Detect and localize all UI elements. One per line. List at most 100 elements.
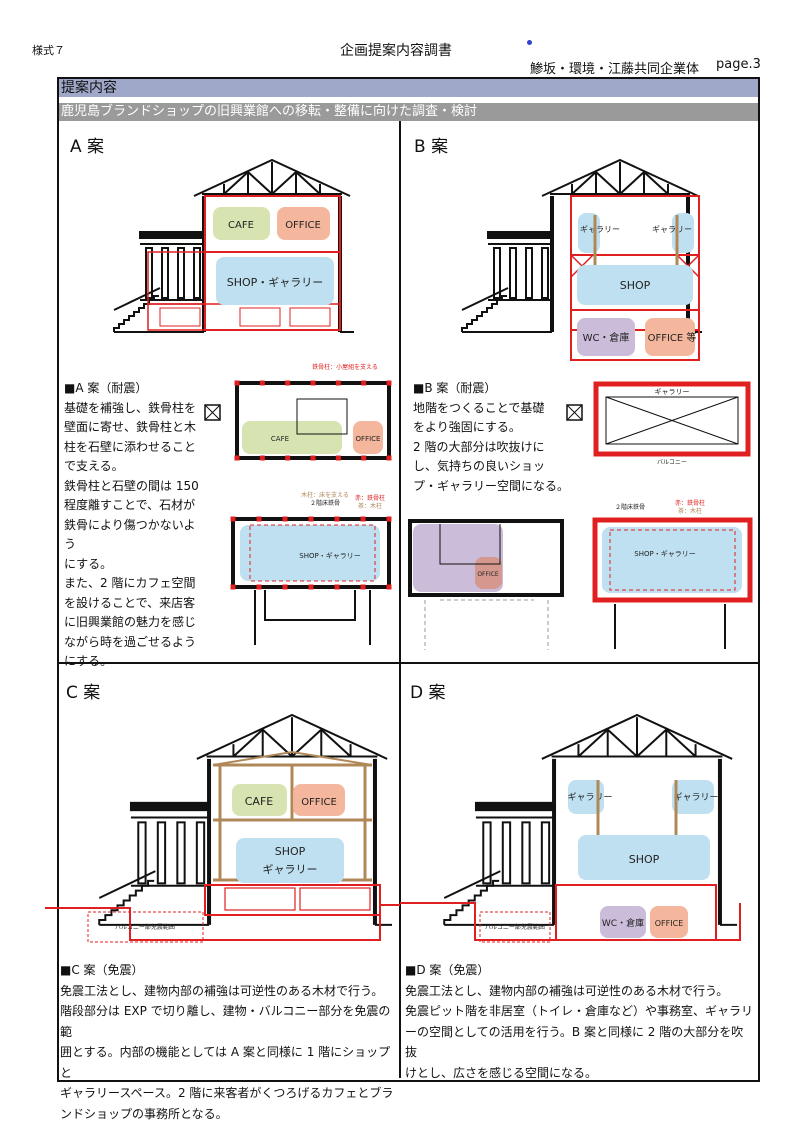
- room-label: WC・倉庫: [602, 917, 644, 929]
- annotation: バルコニー部免震範囲: [115, 923, 175, 931]
- annotation: バルコニー部免震範囲: [485, 923, 545, 931]
- stairs: [114, 296, 159, 332]
- room-label: SHOP: [275, 845, 306, 858]
- annotation: 赤：鉄骨柱: [675, 499, 705, 507]
- steel-column-mark: [361, 585, 366, 590]
- void-cross: [606, 397, 738, 444]
- room-label: SHOP: [620, 279, 651, 292]
- room-label: OFFICE: [477, 571, 499, 578]
- description-line: 免震工法とし、建物内部の補強は可逆性のある木材で行う。: [405, 981, 755, 1002]
- description-line: 階段部分は EXP で切り離し、建物・バルコニー部分を免震の範: [60, 1001, 400, 1042]
- room-label: OFFICE: [285, 220, 321, 231]
- room-label: ギャラリー: [263, 863, 318, 876]
- steel-column-mark: [309, 585, 314, 590]
- room-label: SHOP・ギャラリー: [227, 276, 324, 289]
- description-line: 2 階の大部分は吹抜けに: [413, 438, 593, 458]
- steel-column-mark: [235, 456, 240, 461]
- description-line: で支える。: [64, 457, 204, 477]
- steel-frame: [240, 308, 280, 326]
- column: [526, 248, 532, 298]
- description-line: プ・ギャラリー空間になる。: [413, 477, 593, 497]
- balustrade: [476, 803, 554, 810]
- column: [542, 248, 548, 298]
- column: [146, 248, 152, 298]
- description-line: ながら時を過ごせるよう: [64, 633, 204, 653]
- steel-column-mark: [260, 456, 265, 461]
- description-line: 免震工法とし、建物内部の補強は可逆性のある木材で行う。: [60, 981, 400, 1002]
- plan-c-title: C 案: [66, 678, 100, 703]
- plan-d-description: ■D 案（免震）免震工法とし、建物内部の補強は可逆性のある木材で行う。免震ピット…: [405, 960, 755, 1083]
- steel-column-mark: [361, 517, 366, 522]
- room-label: ギャラリー: [673, 792, 718, 803]
- column: [194, 248, 200, 298]
- description-line: し、気持ちの良いショッ: [413, 457, 593, 477]
- plan-heading: ■D 案（免震）: [405, 960, 755, 981]
- column: [510, 248, 516, 298]
- column: [197, 822, 204, 883]
- steel-column-mark: [260, 381, 265, 386]
- steel-frame: [225, 888, 295, 910]
- steel-column-mark: [231, 517, 236, 522]
- steel-column-mark: [387, 517, 392, 522]
- annotation: 木柱：床を支える: [301, 491, 349, 499]
- room-label: SHOP: [629, 853, 660, 866]
- description-line: 鉄骨柱と石壁の間は 150: [64, 477, 204, 497]
- stairs: [462, 296, 507, 332]
- steel-column-mark: [285, 381, 290, 386]
- column: [177, 822, 184, 883]
- steel-column-mark: [283, 517, 288, 522]
- plan-a-description: ■A 案（耐震）基礎を補強し、鉄骨柱を壁面に寄せ、鉄骨柱と木柱を石壁に添わせるこ…: [64, 379, 204, 672]
- steel-column-mark: [283, 585, 288, 590]
- room-label: CAFE: [228, 220, 254, 231]
- room-label: OFFICE: [301, 797, 337, 808]
- steel-column-mark: [387, 456, 392, 461]
- foundation-outline: [425, 600, 548, 650]
- room-label: ギャラリー: [580, 225, 620, 234]
- column: [542, 822, 549, 883]
- description-line: また、2 階にカフェ空間: [64, 574, 204, 594]
- room-label: ギャラリー: [652, 225, 692, 234]
- room-label: WC・倉庫: [583, 331, 630, 344]
- steel-column-mark: [231, 585, 236, 590]
- stair-plan: [615, 604, 725, 649]
- steel-column-mark: [311, 456, 316, 461]
- steel-column-mark: [335, 585, 340, 590]
- column: [494, 248, 500, 298]
- steel-frame: [300, 888, 370, 910]
- stair-plan: [255, 590, 370, 645]
- description-line: 免震ピット階を非居室（トイレ・倉庫など）や事務室、ギャラリ: [405, 1001, 755, 1022]
- plan-b-title: B 案: [414, 132, 448, 157]
- steel-column-mark: [311, 381, 316, 386]
- plan-d-title: D 案: [410, 678, 446, 703]
- description-line: ンドショップの事務所となる。: [60, 1104, 400, 1124]
- column: [162, 248, 168, 298]
- plan-heading: ■A 案（耐震）: [64, 379, 204, 399]
- shop-area: [602, 527, 742, 593]
- description-line: 基礎を補強し、鉄骨柱を: [64, 399, 204, 419]
- steel-column-mark: [336, 381, 341, 386]
- room-label: ギャラリー: [655, 388, 690, 396]
- column: [138, 822, 145, 883]
- plan-c-description: ■C 案（免震）免震工法とし、建物内部の補強は可逆性のある木材で行う。階段部分は…: [60, 960, 400, 1124]
- steel-column-mark: [335, 517, 340, 522]
- annotation: 茶：木柱: [358, 502, 382, 510]
- steel-frame: [290, 308, 330, 326]
- description-line: をより強固にする。: [413, 418, 593, 438]
- column: [503, 822, 510, 883]
- annotation: 茶：木柱: [678, 507, 702, 515]
- room-label: CAFE: [245, 795, 274, 808]
- steel-column-mark: [387, 381, 392, 386]
- steel-column-mark: [257, 517, 262, 522]
- room-label: SHOP・ギャラリー: [299, 552, 360, 560]
- steel-column-mark: [235, 381, 240, 386]
- room-label: OFFICE 等: [648, 331, 697, 344]
- stairs: [99, 881, 154, 925]
- plan-heading: ■C 案（免震）: [60, 960, 400, 981]
- annotation: ２階床鉄骨: [310, 499, 340, 507]
- description-line: 柱を石壁に添わせること: [64, 438, 204, 458]
- balustrade: [131, 803, 209, 810]
- column: [178, 248, 184, 298]
- steel-column-mark: [387, 585, 392, 590]
- description-line: ギャラリースペース。2 階に来客者がくつろげるカフェとブラ: [60, 1083, 400, 1104]
- cafe-area: [242, 421, 342, 454]
